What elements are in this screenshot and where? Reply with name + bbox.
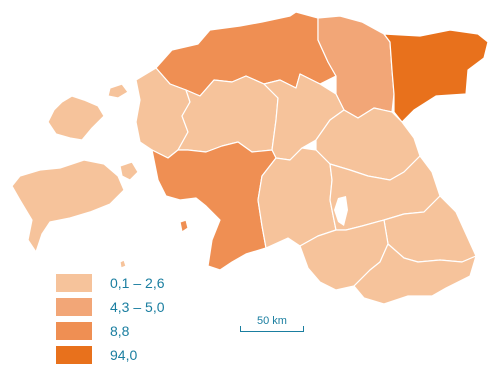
legend-label: 94,0 — [110, 346, 138, 363]
county-hiiu[interactable] — [47, 95, 105, 141]
estonia-county-map — [11, 11, 489, 305]
island-muhu[interactable] — [119, 161, 139, 181]
legend-swatch — [56, 321, 92, 340]
legend-item: 0,1 – 2,6 — [56, 272, 165, 293]
legend: 0,1 – 2,6 4,3 – 5,0 8,8 94,0 — [56, 272, 165, 368]
county-voru[interactable] — [353, 243, 477, 305]
legend-label: 0,1 – 2,6 — [110, 274, 165, 291]
scale-tick — [240, 326, 241, 332]
county-jarva[interactable] — [263, 73, 345, 161]
legend-swatch — [56, 273, 92, 292]
legend-item: 8,8 — [56, 320, 165, 341]
island-ruhnu[interactable] — [119, 259, 127, 269]
legend-label: 8,8 — [110, 322, 130, 339]
county-saare[interactable] — [11, 159, 125, 253]
legend-swatch — [56, 345, 92, 364]
island-vormsi[interactable] — [107, 83, 129, 99]
scale-bar: 50 km — [240, 315, 304, 332]
island-kihnu[interactable] — [179, 219, 189, 233]
legend-item: 94,0 — [56, 344, 165, 365]
scale-label: 50 km — [257, 315, 287, 327]
legend-item: 4,3 – 5,0 — [56, 296, 165, 317]
legend-swatch — [56, 297, 92, 316]
legend-label: 4,3 – 5,0 — [110, 298, 165, 315]
county-parnu[interactable] — [151, 141, 277, 271]
county-ida-viru[interactable] — [383, 29, 489, 123]
lake-vortsjarv — [334, 196, 348, 226]
scale-line — [240, 331, 304, 332]
scale-tick — [303, 326, 304, 332]
